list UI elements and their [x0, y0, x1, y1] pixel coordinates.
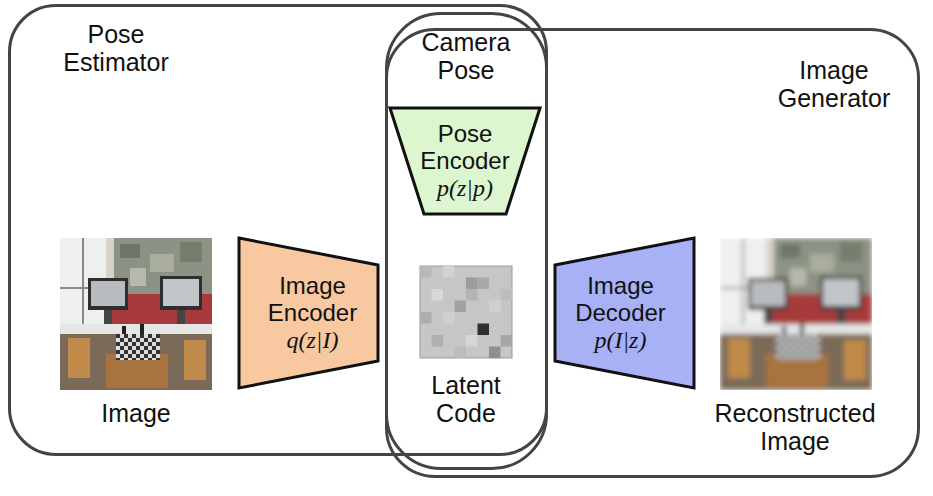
block-name: Image Decoder — [565, 272, 677, 327]
trapezoid-outline — [555, 238, 694, 388]
trapezoid-outline — [390, 108, 540, 214]
latent-code-image-part — [455, 301, 467, 313]
trapezoid-block: Image Encoderq(z|I) — [237, 236, 380, 390]
caption-label: Reconstructed Image — [689, 399, 901, 455]
block-text-area: Image Encoderq(z|I) — [237, 236, 380, 390]
math-expression: p(z|p) — [409, 175, 521, 203]
math-expression: q(z|I) — [257, 327, 369, 355]
latent-code-image-part — [489, 347, 501, 359]
region-title: Pose Estimator — [46, 20, 186, 76]
latent-code-image-part — [501, 289, 513, 301]
latent-code-image-part — [420, 266, 432, 278]
trapezoid-block: Image Decoderp(I|z) — [553, 236, 696, 390]
latent-code-image-part — [466, 335, 478, 347]
latent-code-image-part — [466, 278, 478, 290]
trapezoid-outline — [239, 238, 378, 388]
latent-code-image-part — [466, 289, 478, 301]
trapezoid-block: Pose Encoderp(z|p) — [388, 106, 542, 216]
caption-label: Latent Code — [410, 371, 522, 427]
block-text-area: Image Decoderp(I|z) — [553, 236, 696, 390]
caption-label: Image — [66, 399, 206, 427]
latent-code-image-part — [455, 347, 467, 359]
latent-code-image-part — [432, 289, 444, 301]
latent-code-image-part — [489, 301, 501, 313]
latent-code-image-part — [420, 312, 432, 324]
block-text-area: Pose Encoderp(z|p) — [388, 106, 542, 216]
latent-code-image — [420, 266, 512, 358]
block-name: Image Encoder — [257, 272, 369, 327]
latent-code-image-part — [420, 266, 512, 358]
input-image-part — [60, 238, 212, 390]
region-title: Camera Pose — [396, 28, 536, 84]
block-name: Pose Encoder — [409, 120, 521, 175]
latent-code-image-part — [443, 266, 455, 278]
latent-code-image-part — [432, 335, 444, 347]
math-expression: p(I|z) — [565, 327, 677, 355]
latent-code-image-part — [478, 278, 490, 290]
latent-code-image-part — [501, 335, 513, 347]
reconstructed-image-part — [720, 238, 872, 390]
latent-code-image-part — [478, 324, 490, 336]
latent-code-image-part — [443, 312, 455, 324]
input-image — [60, 238, 212, 390]
region-title: Image Generator — [764, 56, 904, 112]
reconstructed-image — [720, 238, 872, 390]
